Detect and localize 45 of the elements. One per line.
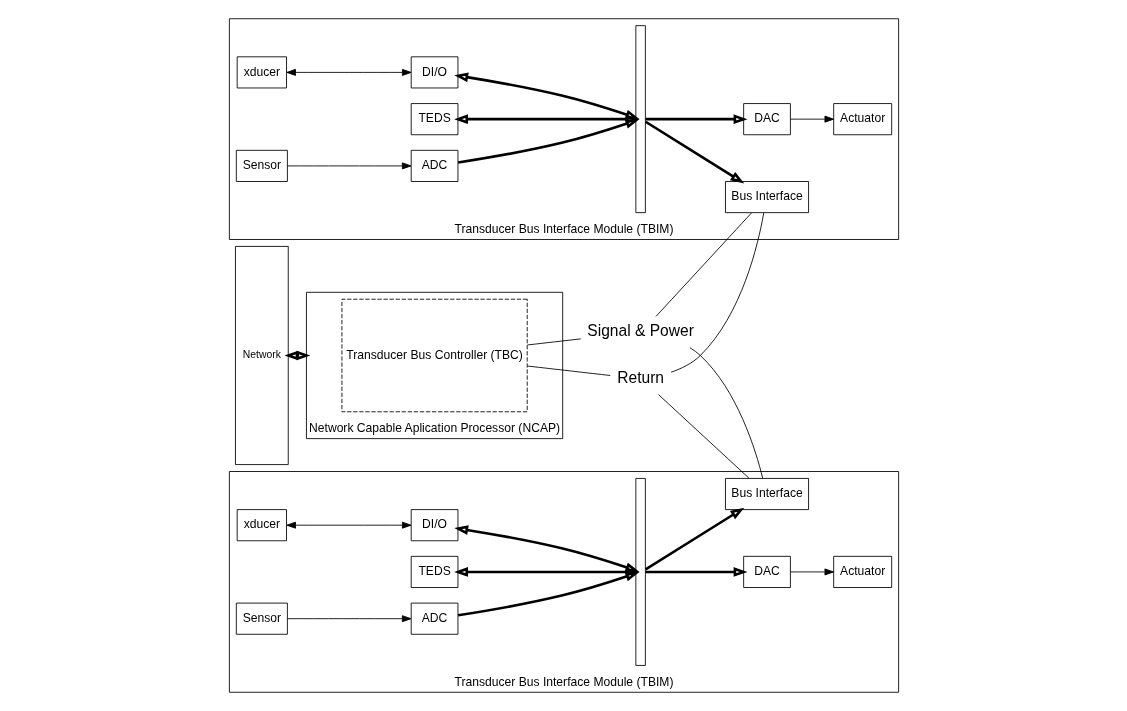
connector	[526, 338, 581, 346]
node-bar	[634, 478, 646, 666]
arrow	[453, 114, 640, 124]
node-box: xducer	[236, 509, 287, 542]
node-box: Bus Interface	[724, 181, 809, 214]
node-text: Signal & Power	[586, 321, 694, 339]
node-box: TEDS	[410, 555, 458, 588]
node-box: TEDS	[410, 103, 458, 136]
arrow	[453, 567, 640, 577]
node-box: DAC	[742, 555, 791, 588]
arrow	[644, 120, 744, 184]
node-box: Sensor	[235, 149, 288, 182]
arrow	[285, 68, 411, 76]
node-text: Return	[616, 368, 664, 386]
connector	[689, 347, 763, 479]
node-box: DAC	[742, 103, 791, 136]
connector	[670, 212, 764, 373]
arrow	[644, 507, 744, 571]
arrow	[789, 568, 834, 576]
node-box: Bus Interface	[724, 478, 809, 511]
node-box: Sensor	[235, 602, 288, 635]
arrow	[457, 571, 639, 617]
arrow	[457, 119, 639, 164]
node-box: Actuator	[832, 103, 892, 136]
arrow	[286, 162, 411, 170]
connector	[526, 365, 611, 376]
arrow	[285, 521, 411, 529]
node-box: DI/O	[410, 56, 458, 89]
arrow	[645, 114, 748, 124]
node-box: DI/O	[410, 509, 458, 542]
connector	[657, 394, 749, 479]
connector	[655, 212, 752, 317]
node-bar	[634, 25, 646, 214]
node-box: Actuator	[832, 555, 892, 588]
arrow	[286, 615, 411, 623]
node-box: Transducer Bus Controller (TBC)	[341, 298, 528, 413]
node-box: Network	[234, 246, 289, 465]
arrow	[283, 350, 310, 361]
arrow	[645, 567, 748, 577]
arrow	[453, 72, 639, 120]
node-box: xducer	[236, 56, 287, 89]
arrow	[789, 115, 834, 123]
node-box: ADC	[410, 149, 458, 182]
arrow	[453, 525, 639, 572]
node-box: ADC	[410, 602, 458, 635]
